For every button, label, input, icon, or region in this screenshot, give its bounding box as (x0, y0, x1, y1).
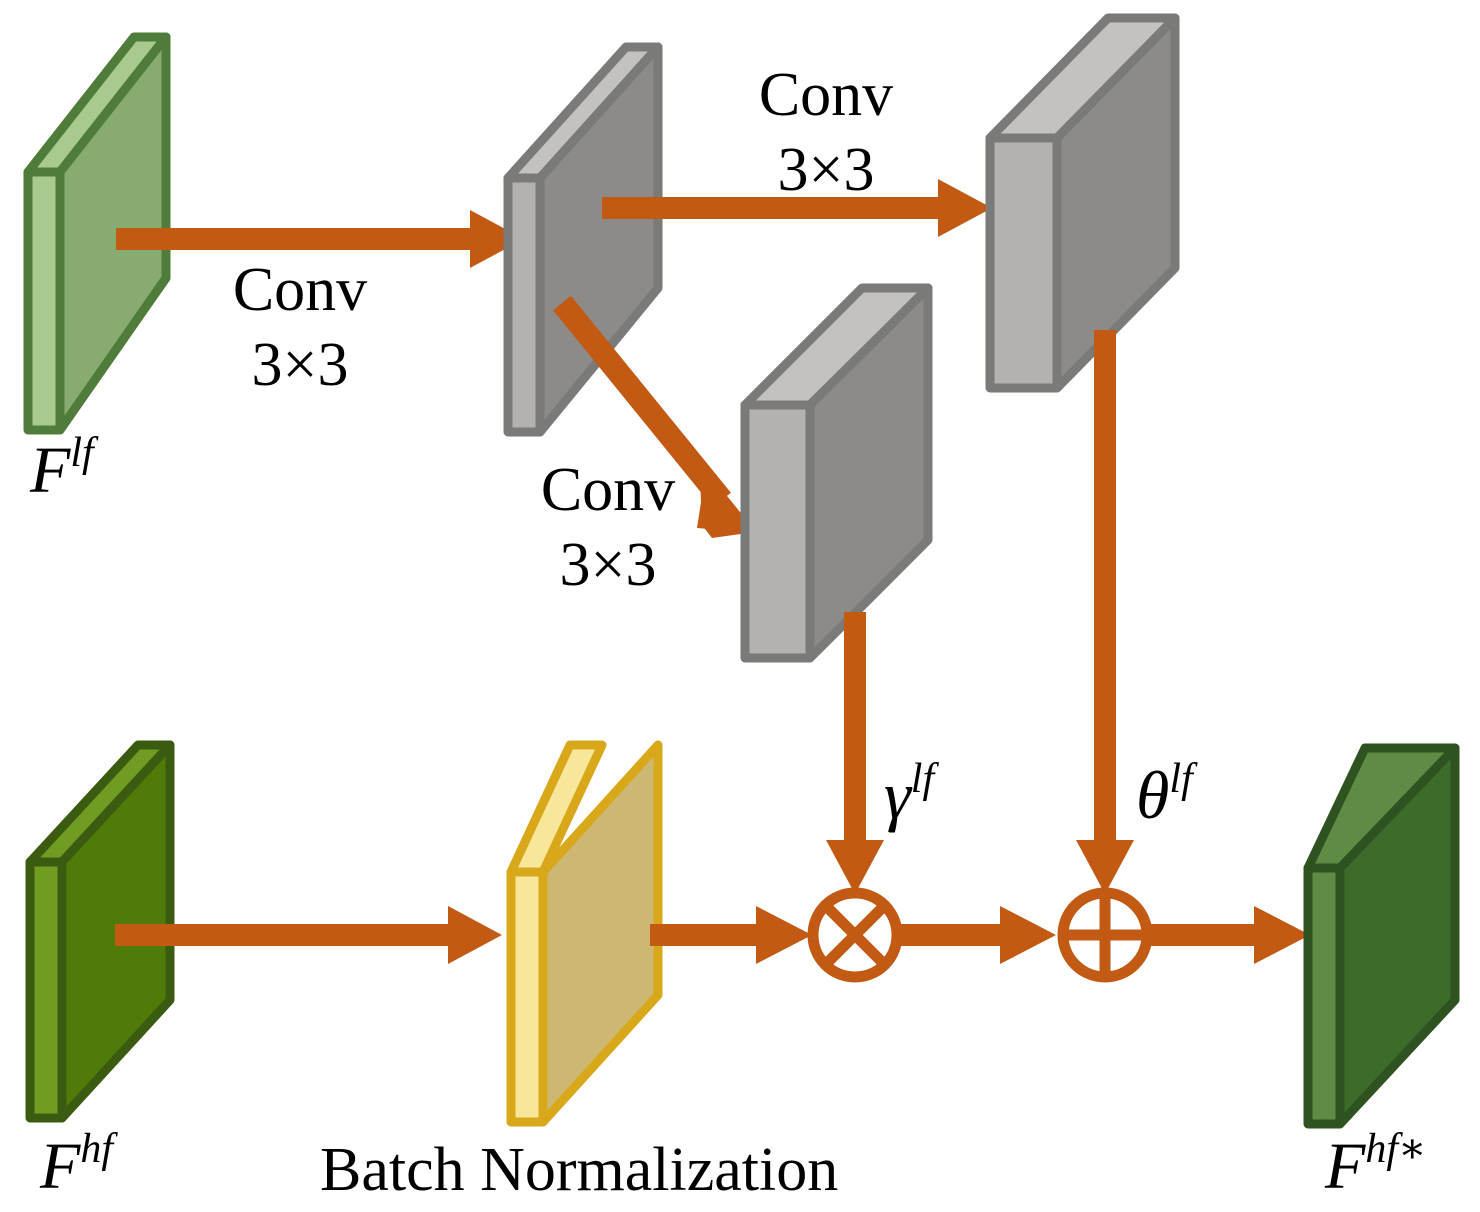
arrow-bn-to-multiply-head (756, 906, 812, 964)
batch-norm-block-side-face (506, 867, 548, 1127)
arrow-theta-down-head (1076, 840, 1134, 894)
conv-label-top-right-line2: 3×3 (778, 136, 875, 204)
arrow-conv1-to-theta-block-head (938, 179, 992, 237)
arrow-multiply-to-add (895, 906, 1056, 964)
arrow-fhf-to-bn-head (448, 906, 502, 964)
arrow-flf-to-conv1-head (470, 210, 524, 268)
arrow-gamma-down-head (826, 840, 884, 894)
theta-label-superscript: lf (1169, 756, 1198, 802)
F-lf-label: Flf (29, 430, 99, 507)
arrow-add-to-output-head (1254, 906, 1310, 964)
arrow-gamma-down-stem (844, 612, 866, 850)
gamma-label-symbol: γ (884, 757, 913, 833)
arrow-flf-to-conv1-stem (116, 228, 488, 250)
F-lf-block-front-face (55, 32, 171, 435)
arrow-add-to-output-stem (1145, 924, 1271, 946)
F-hf-star-block-side-face (1303, 863, 1345, 1129)
conv-label-top-right-line1: Conv (759, 61, 893, 129)
F-hf-star-label: Fhf∗ (1324, 1126, 1427, 1203)
conv1-gray-block-side-face (503, 173, 545, 437)
arrow-add-to-output (1145, 906, 1310, 964)
F-hf-star-block (1303, 743, 1460, 1129)
F-hf-label-base: F (39, 1130, 81, 1203)
arrow-flf-to-conv1 (116, 210, 524, 268)
arrow-fhf-to-bn (115, 906, 502, 964)
arrow-conv1-to-theta-block (602, 179, 992, 237)
batch-normalization-label: Batch Normalization (320, 1136, 838, 1204)
F-hf-block-side-face (25, 857, 67, 1123)
F-hf-label-superscript: hf (80, 1126, 118, 1172)
batch-norm-block-front-face (538, 740, 663, 1127)
gamma-gray-block-front-face (805, 283, 933, 663)
arrow-theta-down (1076, 330, 1134, 894)
theta-gray-block-front-face (1052, 13, 1180, 393)
arrow-theta-down-stem (1094, 330, 1116, 850)
theta-label: θlf (1136, 756, 1198, 833)
F-lf-block-side-face (23, 167, 65, 435)
gamma-label: γlf (884, 756, 939, 833)
theta-gray-block-side-face (985, 133, 1062, 393)
F-hf-star-label-superscript: hf∗ (1365, 1126, 1426, 1172)
conv-label-top-left-line1: Conv (233, 256, 367, 324)
F-hf-star-block-front-face (1335, 743, 1460, 1129)
theta-gray-block (985, 13, 1180, 393)
gamma-label-superscript: lf (911, 756, 940, 802)
F-hf-label: Fhf (39, 1126, 118, 1203)
arrow-conv1-to-theta-block-stem (602, 197, 954, 219)
F-lf-label-superscript: lf (70, 430, 99, 476)
conv-label-diagonal-line1: Conv (541, 456, 675, 524)
arrow-gamma-down (826, 612, 884, 894)
multiply-operator-stroke-2 (821, 901, 889, 969)
conv1-gray-block (503, 42, 663, 437)
theta-label-symbol: θ (1136, 757, 1169, 833)
multiply-operator (807, 887, 903, 983)
arrow-bn-to-multiply-stem (650, 924, 770, 946)
arrow-fhf-to-bn-stem (115, 924, 463, 946)
batch-norm-block (506, 740, 663, 1127)
F-hf-star-label-base: F (1324, 1130, 1366, 1203)
arrow-conv1-to-gamma-block-stem (553, 295, 731, 508)
add-operator (1057, 887, 1153, 983)
conv-label-top-left-line2: 3×3 (252, 331, 349, 399)
arrow-multiply-to-add-head (1000, 906, 1056, 964)
arrow-bn-to-multiply (650, 906, 812, 964)
F-lf-block (23, 32, 171, 435)
conv1-gray-block-front-face (535, 42, 663, 437)
F-lf-label-base: F (29, 434, 71, 507)
gamma-gray-block (740, 283, 933, 663)
conv-label-diagonal-line2: 3×3 (560, 531, 657, 599)
gamma-gray-block-side-face (740, 400, 815, 663)
arrow-multiply-to-add-stem (895, 924, 1009, 946)
